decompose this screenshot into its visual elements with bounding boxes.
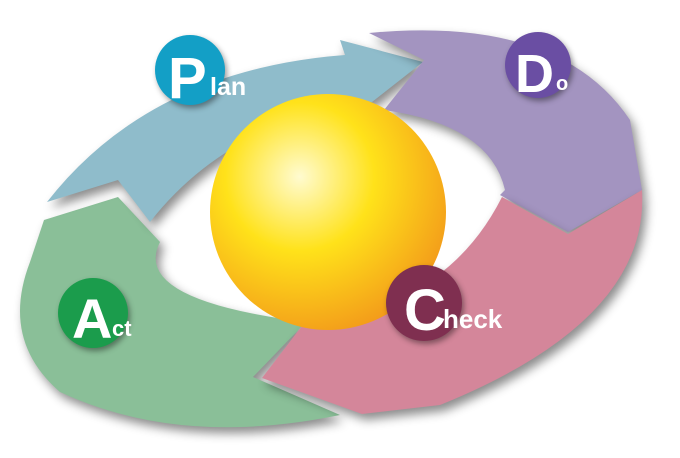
do-rest: o (556, 73, 568, 95)
check-rest: heck (443, 304, 503, 334)
do-circle (505, 32, 571, 98)
act-initial: A (72, 287, 112, 350)
plan-arrow (47, 40, 423, 222)
do-arrow (369, 30, 642, 232)
plan-rest: lan (210, 73, 246, 101)
check-circle (386, 265, 462, 341)
check-badge: C heck (386, 265, 503, 343)
act-rest: ct (112, 316, 132, 341)
plan-circle (155, 35, 225, 105)
plan-badge: P lan (155, 35, 246, 111)
do-initial: D (515, 44, 554, 104)
do-badge: D o (505, 32, 571, 104)
plan-initial: P (168, 46, 207, 111)
center-sphere (210, 94, 446, 330)
act-arrow (20, 197, 340, 428)
act-circle (58, 278, 128, 348)
check-initial: C (404, 278, 446, 343)
act-badge: A ct (58, 278, 132, 350)
